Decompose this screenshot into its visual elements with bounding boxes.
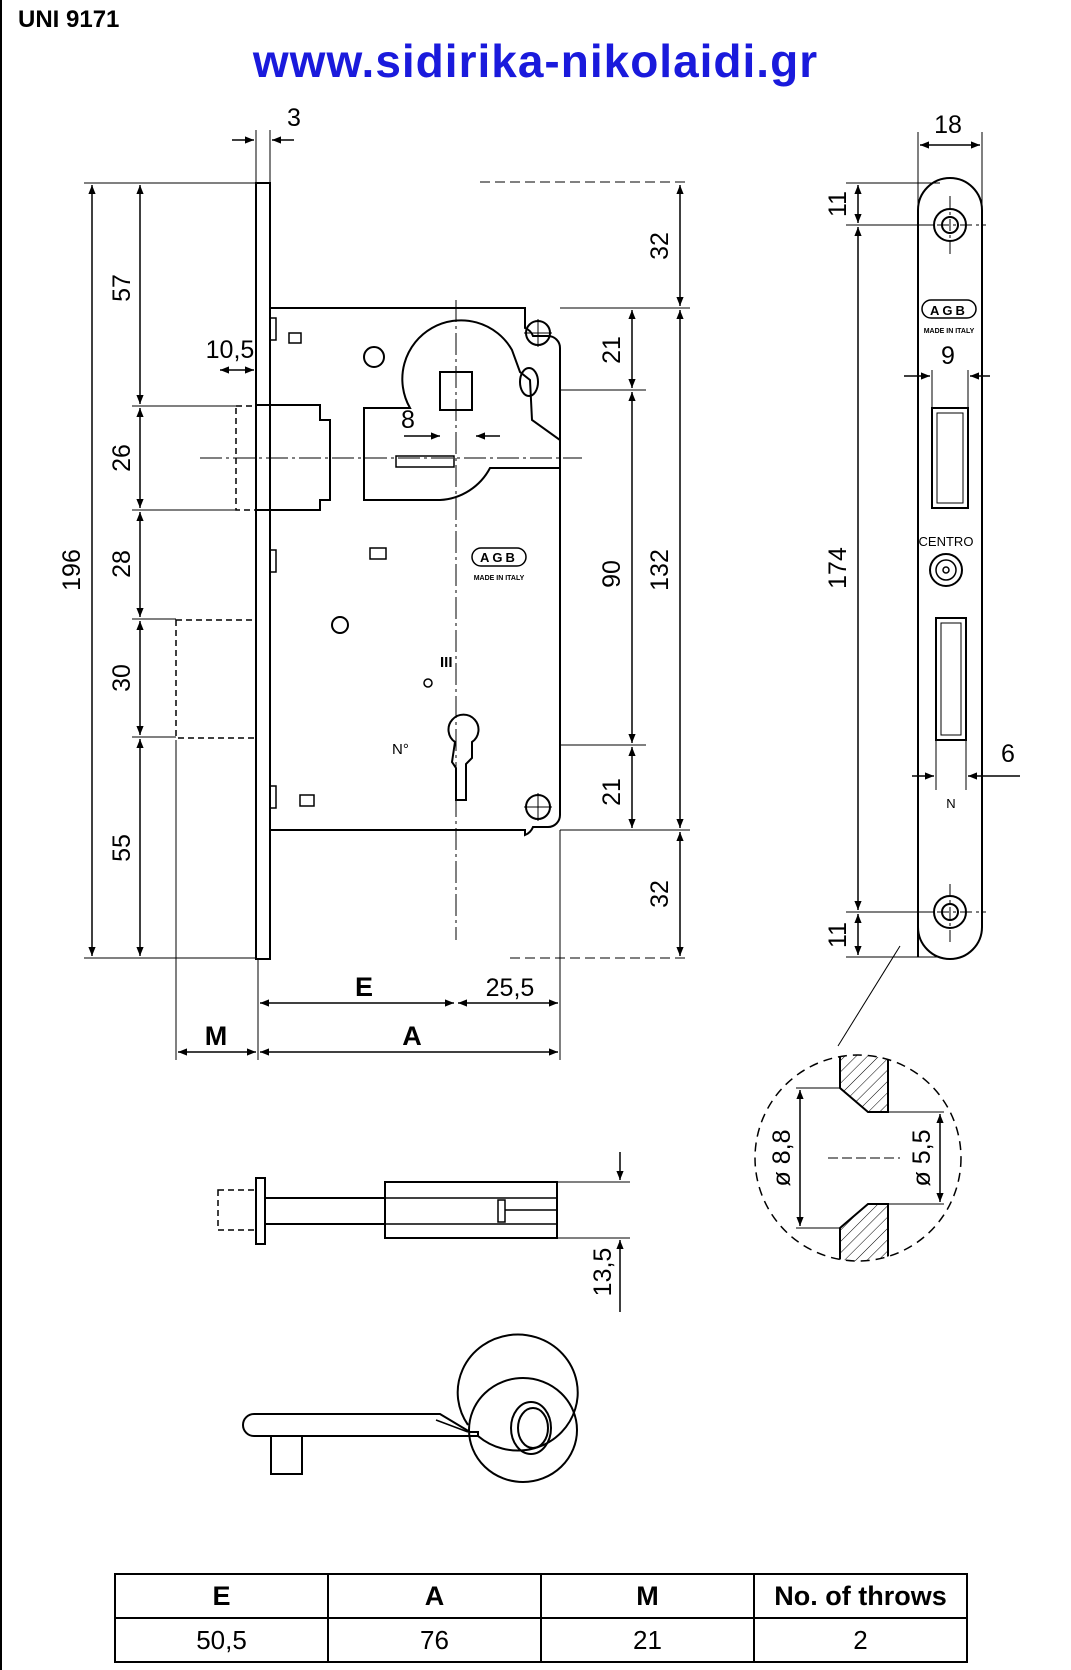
number-mark: N° <box>392 741 409 758</box>
dim-latch-height: 26 <box>108 444 136 472</box>
key-bow <box>456 1333 579 1452</box>
dim-top-margin: 32 <box>646 232 674 260</box>
dim-hole-to-hole: 132 <box>646 549 674 591</box>
specs-table: E A M No. of throws 50,5 76 21 2 <box>114 1573 968 1663</box>
front-extension-lines <box>84 130 690 1060</box>
front-brand-logo: AGB MADE IN ITALY <box>471 547 527 582</box>
key-bit <box>270 1436 303 1475</box>
side-n-label: N <box>946 796 955 811</box>
dim-total-height: 196 <box>58 549 86 591</box>
side-brand-logo <box>921 299 977 319</box>
specs-value-row: 50,5 76 21 2 <box>114 1617 968 1663</box>
dim-hole-spacing: 174 <box>824 547 852 589</box>
standard-code: UNI 9171 <box>18 6 120 33</box>
dim-latch-throw: 10,5 <box>206 336 255 364</box>
specs-value-e: 50,5 <box>114 1617 329 1663</box>
specs-header-m: M <box>540 1573 755 1619</box>
front-view <box>175 182 561 960</box>
dim-bottom-hole-to-keyhole: 21 <box>598 778 626 806</box>
dim-case-depth-a: A <box>402 1021 422 1051</box>
bar-mark: III <box>440 654 453 671</box>
dim-top-hole-to-spindle: 21 <box>598 336 626 364</box>
specs-value-a: 76 <box>327 1617 542 1663</box>
dim-keyhole-to-back: 25,5 <box>486 974 535 1002</box>
dim-backset-e: E <box>355 972 373 1002</box>
faceplate <box>255 182 271 960</box>
side-extension-lines <box>837 132 983 1047</box>
case-hole-1 <box>363 346 385 368</box>
dim-top-to-latch: 57 <box>108 274 136 302</box>
bolt-faceplate <box>255 1177 266 1245</box>
dim-bolt-window-offset: 6 <box>1001 740 1015 768</box>
bolt-shaft <box>264 1197 386 1225</box>
front-centerlines <box>200 181 690 959</box>
dim-outer-diameter: ø 8,8 <box>768 1130 796 1187</box>
dim-bottom-below-bolt: 55 <box>108 834 136 862</box>
side-made-in: MADE IN ITALY <box>924 328 975 335</box>
dead-bolt-ghost <box>175 619 257 739</box>
key-drawing <box>242 1333 579 1483</box>
dim-spindle-to-keyhole: 90 <box>598 560 626 588</box>
key-shank <box>242 1413 479 1437</box>
side-view <box>917 177 983 960</box>
dim-bolt-height: 13,5 <box>589 1248 617 1297</box>
specs-header-throws: No. of throws <box>753 1573 968 1619</box>
dim-faceplate-thickness: 3 <box>287 104 301 132</box>
dim-latch-window-width: 9 <box>941 342 955 370</box>
dim-top-hole-offset: 11 <box>824 191 852 217</box>
key-bow-hole <box>510 1401 552 1455</box>
dim-bolt-height: 30 <box>108 664 136 692</box>
deadbolt-view <box>217 1177 558 1245</box>
detail-countersink-upper <box>839 1055 889 1113</box>
centro-label: CENTRO <box>919 534 974 549</box>
front-dimension-lines <box>88 136 684 1056</box>
dim-bottom-margin: 32 <box>646 880 674 908</box>
centro-cylinder <box>929 553 963 587</box>
case-hole-2 <box>331 616 349 634</box>
bolt-head-ghost <box>217 1189 257 1231</box>
follower-slot <box>519 367 539 397</box>
deadbolt-dims <box>557 1152 630 1312</box>
page-border-line <box>0 0 2 1670</box>
svg-text:MADE IN ITALY: MADE IN ITALY <box>474 575 525 582</box>
specs-header-row: E A M No. of throws <box>114 1573 968 1619</box>
specs-value-m: 21 <box>540 1617 755 1663</box>
website-url[interactable]: www.sidirika-nikolaidi.gr <box>252 35 819 87</box>
dim-latch-to-bolt: 28 <box>108 550 136 578</box>
side-brand-text: AGB <box>930 303 968 318</box>
dim-plate-width: 18 <box>934 111 962 139</box>
dim-bottom-hole-offset: 11 <box>824 922 852 948</box>
specs-header-a: A <box>327 1573 542 1619</box>
dim-square-offset: 8 <box>401 406 415 434</box>
detail-countersink-lower <box>839 1203 889 1261</box>
deadbolt-window <box>935 617 967 741</box>
dim-extension-m: M <box>205 1021 228 1051</box>
specs-header-e: E <box>114 1573 329 1619</box>
latch-bolt <box>256 404 331 511</box>
side-faceplate-outline <box>917 177 983 960</box>
side-dimension-lines <box>854 141 1020 955</box>
dim-inner-diameter: ø 5,5 <box>908 1130 936 1187</box>
svg-text:AGB: AGB <box>480 550 518 565</box>
latch-window <box>931 407 969 509</box>
hole-detail-view: ø 8,8 ø 5,5 <box>754 1054 962 1262</box>
specs-value-throws: 2 <box>753 1617 968 1663</box>
